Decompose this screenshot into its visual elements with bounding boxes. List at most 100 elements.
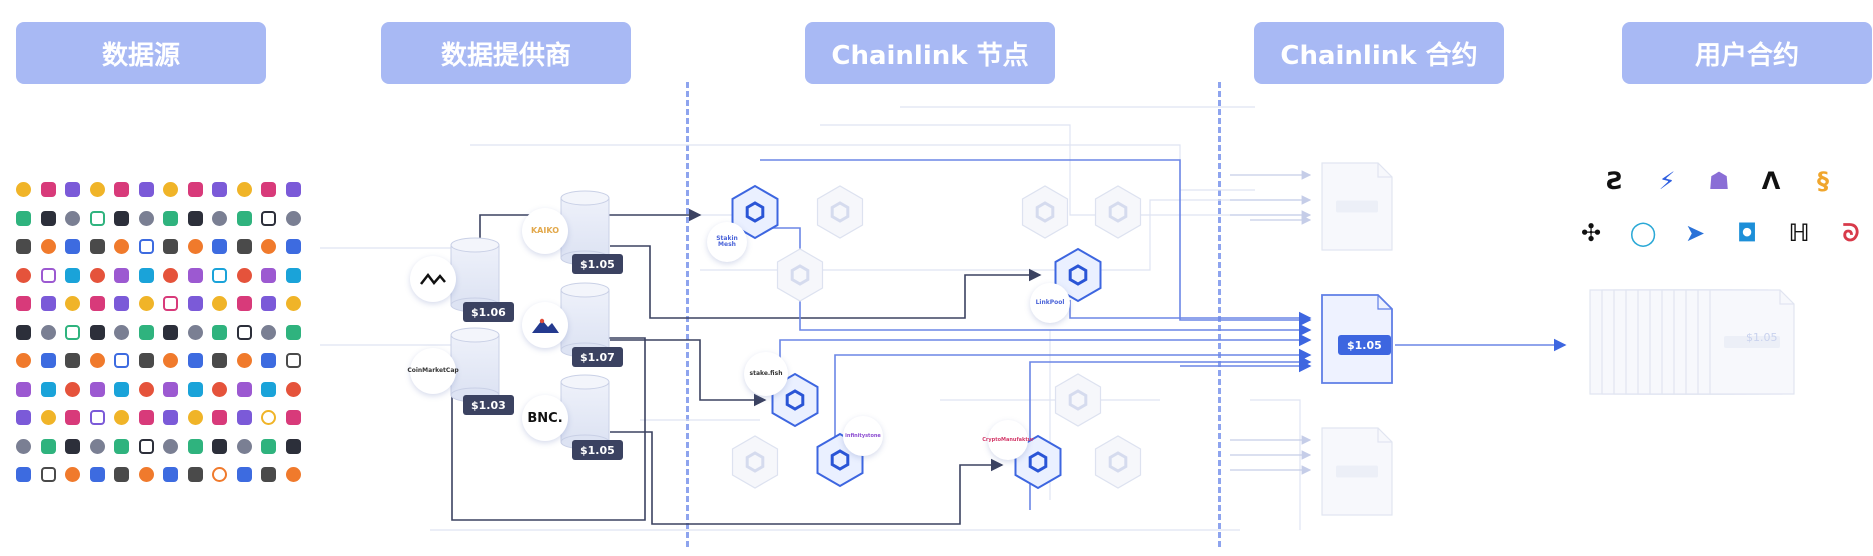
- data-source-logo: [89, 182, 105, 197]
- data-source-logo: [261, 210, 276, 226]
- provider-logo-bnc: BNC.: [522, 395, 568, 441]
- divider-left: [686, 82, 689, 547]
- bird-icon: ➤: [1684, 219, 1706, 247]
- node-operator-label: stake.fish: [749, 370, 783, 377]
- data-source-logo: [236, 267, 252, 283]
- data-source-logo: [40, 438, 56, 454]
- chainlink-node-inactive: [731, 435, 779, 489]
- node-operator-stakin: Stakin Mesh: [707, 222, 747, 262]
- data-sources-grid: [14, 182, 314, 502]
- aggregator-logo-coinmarketcap: CoinMarketCap: [407, 348, 459, 394]
- chainlink-node-inactive: [1054, 373, 1102, 427]
- data-source-logo: [65, 410, 80, 425]
- chainlink-node-inactive: [816, 185, 864, 239]
- data-source-logo: [89, 467, 105, 482]
- database-cylinder: [560, 282, 610, 358]
- data-source-logo: [138, 353, 154, 368]
- data-source-logo: [40, 182, 56, 197]
- data-source-logo: [187, 438, 203, 454]
- data-source-logo: [163, 182, 178, 197]
- data-source-logo: [138, 182, 154, 197]
- data-source-logo: [261, 381, 276, 397]
- faded-contract-bottom: [1321, 427, 1393, 516]
- ring-icon: ◯: [1629, 219, 1657, 247]
- data-source-logo: [89, 410, 105, 425]
- data-source-logo: [261, 182, 276, 197]
- data-source-logo: [187, 410, 203, 425]
- data-source-logo: [114, 210, 129, 226]
- data-source-logo: [163, 438, 178, 454]
- data-source-logo: [212, 381, 227, 397]
- data-source-logo: [163, 210, 178, 226]
- data-source-logo: [187, 296, 203, 311]
- spiral-icon: §: [1817, 167, 1829, 195]
- data-source-logo: [114, 239, 129, 254]
- header-user-contracts: 用户合约: [1622, 22, 1872, 84]
- data-source-logo: [16, 182, 31, 197]
- data-source-logo: [114, 381, 129, 397]
- data-source-logo: [40, 239, 56, 254]
- data-source-logo: [285, 381, 301, 397]
- provider-logo-mountain: [522, 302, 568, 348]
- user-contract-price: $1.05: [1746, 331, 1778, 344]
- data-source-logo: [212, 267, 227, 283]
- data-source-logo: [16, 239, 31, 254]
- data-source-logo: [114, 353, 129, 368]
- data-source-logo: [114, 267, 129, 283]
- data-source-logo: [40, 267, 56, 283]
- data-source-logo: [236, 239, 252, 254]
- data-source-logo: [114, 182, 129, 197]
- data-source-logo: [285, 353, 301, 368]
- database-cylinder: [450, 327, 500, 403]
- node-operator-infinitystone: infinitystone: [843, 416, 883, 456]
- data-source-logo: [236, 467, 252, 482]
- data-source-logo: [16, 467, 31, 482]
- data-source-logo: [138, 381, 154, 397]
- data-source-logo: [65, 296, 80, 311]
- data-source-logo: [285, 239, 301, 254]
- node-operator-cryptomanufaktur: CryptoManufaktur: [982, 420, 1034, 460]
- data-source-logo: [212, 353, 227, 368]
- user-contract-sheet: [1709, 289, 1795, 395]
- data-source-logo: [16, 438, 31, 454]
- data-source-logo: [212, 182, 227, 197]
- data-source-logo: [40, 296, 56, 311]
- user-protocol-row-1: Ƨ ⚡ ☗ Λ §: [1602, 167, 1836, 195]
- data-source-logo: [138, 467, 154, 482]
- data-source-logo: [163, 410, 178, 425]
- data-source-logo: [261, 267, 276, 283]
- data-source-logo: [138, 210, 154, 226]
- provider-price-kaiko: $1.05: [572, 254, 623, 274]
- feed-routes: [760, 159, 1567, 510]
- node-operator-label: Stakin Mesh: [716, 235, 738, 248]
- data-source-logo: [261, 410, 276, 425]
- data-source-logo: [138, 267, 154, 283]
- node-operator-label: infinitystone: [845, 432, 881, 439]
- data-source-logo: [236, 381, 252, 397]
- header-data-providers: 数据提供商: [381, 22, 631, 84]
- aggregator-price-2: $1.03: [463, 395, 514, 415]
- data-source-logo: [89, 239, 105, 254]
- mountain-icon: [532, 318, 559, 333]
- data-source-logo: [261, 239, 276, 254]
- data-source-logo: [16, 267, 31, 283]
- data-source-logo: [114, 467, 129, 482]
- wave-icon: [420, 272, 446, 285]
- h-logo-icon: ℍ: [1788, 219, 1810, 247]
- data-source-logo: [89, 210, 105, 226]
- user-protocol-row-2: ✣ ◯ ➤ ◘ ℍ ᘐ: [1578, 219, 1864, 247]
- data-source-logo: [16, 410, 31, 425]
- data-source-logo: [114, 296, 129, 311]
- data-source-logo: [40, 381, 56, 397]
- data-source-logo: [40, 353, 56, 368]
- data-source-logo: [65, 239, 80, 254]
- aggregator-logo-wave: [410, 256, 456, 302]
- data-source-logo: [236, 210, 252, 226]
- data-source-logo: [236, 353, 252, 368]
- data-source-logo: [114, 438, 129, 454]
- data-source-logo: [65, 438, 80, 454]
- chainlink-node-active: [771, 372, 819, 428]
- faded-routes: [1230, 170, 1312, 475]
- data-source-logo: [285, 467, 301, 482]
